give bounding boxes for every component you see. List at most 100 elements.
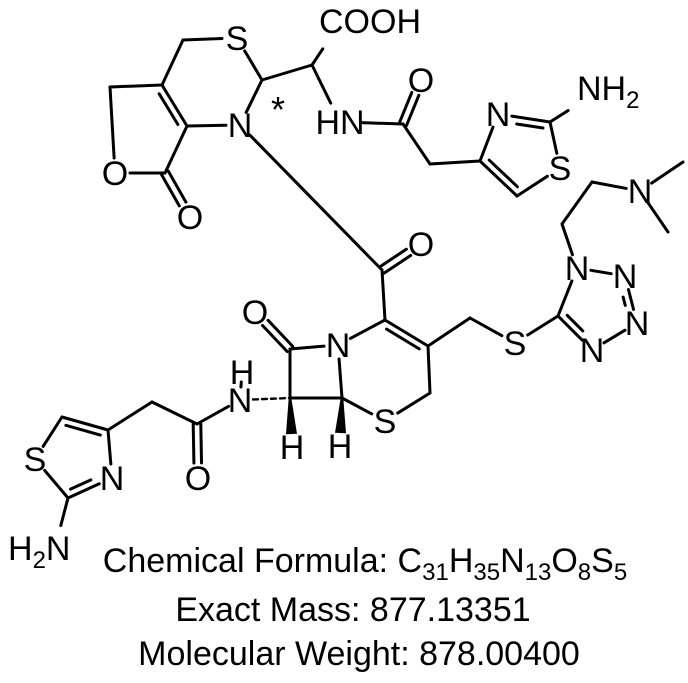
atom-label-O: O <box>242 294 268 332</box>
bond-double <box>261 324 289 354</box>
bond-double <box>478 159 519 198</box>
bond-single <box>526 314 560 337</box>
atom-label-N: N <box>625 305 650 343</box>
atom-label-O: O <box>177 199 203 237</box>
bond-double <box>510 114 552 124</box>
atom-label-N: N <box>228 382 253 420</box>
bond-double-inner <box>157 92 180 127</box>
bond-double <box>382 253 413 275</box>
bond-double <box>556 314 584 342</box>
bond-single <box>426 344 432 395</box>
bond-single <box>396 391 432 415</box>
bond-single <box>181 37 224 42</box>
bond-single <box>260 63 314 82</box>
atom-label-S: S <box>504 325 527 363</box>
atom-label-N: N <box>580 332 605 370</box>
caption-line-1: Chemical Formula: C31H35N13O8S5 <box>103 542 627 586</box>
bond-single <box>478 125 495 163</box>
bond-wedge <box>286 397 297 435</box>
bond-single <box>150 400 199 426</box>
bond-double-inner <box>69 478 93 491</box>
stereocenter-asterisk: * <box>271 89 285 130</box>
bond-double-inner <box>487 158 519 189</box>
bond-single <box>310 47 325 67</box>
atom-label-N: N <box>628 173 653 211</box>
bond-single <box>43 468 70 500</box>
bond-single <box>108 83 164 89</box>
atom-label-S: S <box>24 441 47 479</box>
atom-label-N: N <box>565 250 590 288</box>
bond-double <box>60 415 110 432</box>
bond-single <box>185 123 228 128</box>
atom-label-H: H <box>230 354 255 392</box>
group-label-HN: HN <box>315 104 364 142</box>
bond-double <box>160 83 189 128</box>
bond-double-inner <box>64 423 102 437</box>
bond-single <box>59 496 70 527</box>
bond-single <box>310 63 333 105</box>
bond-wedge <box>335 397 346 434</box>
group-label-COOH: COOH <box>319 3 421 41</box>
bond-single <box>41 415 64 448</box>
bond-single <box>243 49 264 82</box>
bond-single <box>108 85 116 160</box>
bond-single <box>589 268 613 276</box>
bond-single <box>163 124 189 175</box>
bond-double <box>378 247 408 269</box>
bond-dashed <box>251 396 292 401</box>
atom-label-N: N <box>613 258 638 296</box>
bond-single <box>548 108 570 124</box>
bond-double-inner <box>621 295 627 307</box>
bond-single <box>401 122 432 166</box>
bond-single <box>160 38 185 87</box>
group-label-NH2: NH2 <box>577 70 639 114</box>
bond-single <box>106 400 154 432</box>
bond-double <box>166 169 188 204</box>
bond-single <box>650 160 685 185</box>
bond-single <box>348 318 387 340</box>
atom-label-H: H <box>328 428 353 466</box>
bond-single <box>380 268 387 322</box>
bond-single <box>248 133 384 272</box>
bond-double <box>199 422 204 465</box>
bond-double-inner <box>515 122 545 130</box>
atom-label-N: N <box>100 460 125 498</box>
bond-double <box>66 482 101 500</box>
atom-label-O: O <box>185 460 211 498</box>
group-label-H2N: H2N <box>8 530 70 574</box>
bond-single <box>337 357 344 400</box>
bond-double-inner <box>565 313 585 333</box>
atom-label-S: S <box>374 403 397 441</box>
atom-label-N: N <box>326 327 351 365</box>
bond-single <box>428 159 482 166</box>
caption-line-2: Exact Mass: 877.13351 <box>175 591 530 629</box>
bond-single <box>244 78 264 114</box>
bond-single <box>556 279 574 318</box>
bond-double <box>266 318 295 348</box>
bond-single <box>359 121 405 126</box>
atom-label-O: O <box>408 62 434 100</box>
bond-single <box>646 201 670 234</box>
bond-double <box>405 93 421 127</box>
bond-single <box>195 404 231 426</box>
bond-double <box>397 90 414 125</box>
bond-single <box>590 180 628 190</box>
atom-label-S: S <box>549 150 572 188</box>
bond-double <box>160 173 181 208</box>
bond-single <box>106 428 113 466</box>
caption-line-3: Molecular Weight: 878.00400 <box>138 635 580 673</box>
atom-label-S: S <box>226 20 249 58</box>
bond-double <box>191 422 196 465</box>
bond-double <box>626 288 636 311</box>
bond-double <box>383 318 430 348</box>
atom-label-H: H <box>280 429 305 467</box>
atom-label-N: N <box>228 107 253 145</box>
bond-single <box>515 174 549 198</box>
bond-single <box>468 316 504 338</box>
bond-single <box>340 396 374 416</box>
bond-single <box>288 344 326 351</box>
bond-single <box>560 180 594 226</box>
atom-label-N: N <box>486 96 511 134</box>
